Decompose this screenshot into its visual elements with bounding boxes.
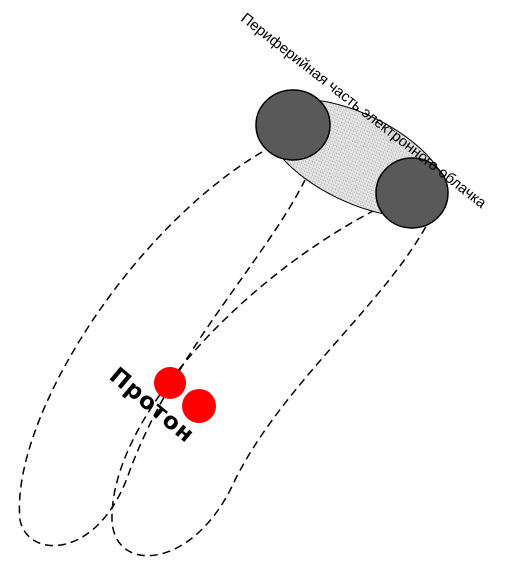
electron-blob-bottom (375, 157, 449, 229)
orbit-loops (18, 151, 433, 557)
proton-circle-2 (182, 389, 216, 423)
orbit-loop-right (111, 209, 433, 557)
orbit-loop-left (18, 151, 306, 547)
electron-blob-top (255, 89, 331, 161)
proton-circle-1 (154, 367, 186, 399)
